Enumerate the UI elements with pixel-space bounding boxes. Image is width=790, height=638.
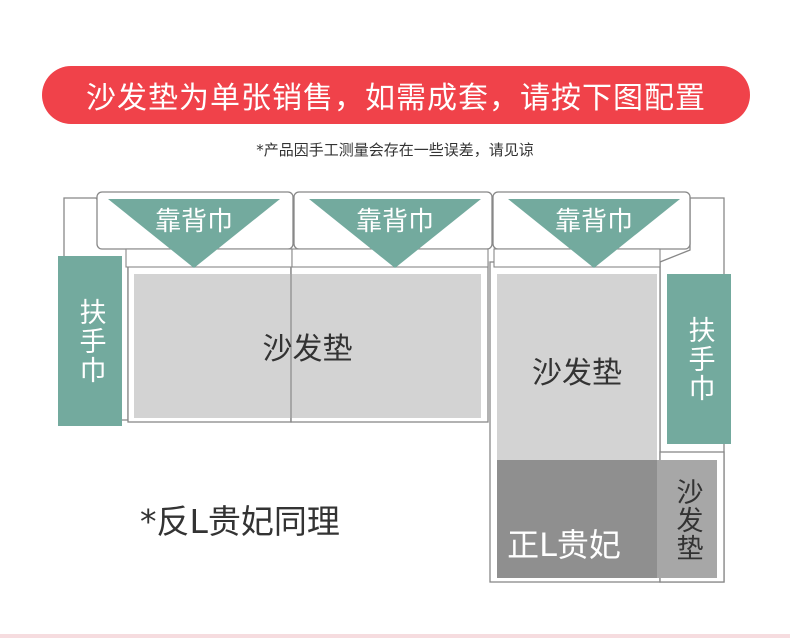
banner-text: 沙发垫为单张销售，如需成套，请按下图配置	[86, 81, 706, 116]
chaise-cushion	[497, 274, 657, 460]
armrest-towel-right	[667, 274, 731, 444]
main-cushion-label: 沙发垫	[262, 332, 353, 367]
backrest-towel-triangle-2	[309, 199, 481, 268]
armrest-towel-label-right: 扶手巾	[683, 315, 715, 403]
reverse-chaise-note: *反L贵妃同理	[140, 502, 340, 541]
armrest-towel-label-left: 扶手巾	[74, 297, 106, 385]
chaise-cushion-label: 沙发垫	[532, 356, 622, 391]
backrest-towel-triangle-3	[508, 199, 680, 268]
chaise-side-label: 沙发垫	[671, 478, 703, 562]
measurement-note: *产品因手工测量会存在一些误差，请见谅	[256, 141, 534, 159]
header-banner: 沙发垫为单张销售，如需成套，请按下图配置	[42, 66, 750, 124]
backrest-towel-triangle-1	[108, 199, 280, 268]
armrest-towel-left	[58, 256, 122, 426]
chaise-corner-label: 正L贵妃	[507, 526, 621, 564]
backrest-towel-label-2: 靠背巾	[355, 206, 434, 237]
chaise-side-cushion	[657, 460, 717, 578]
backrest-towel-label-3: 靠背巾	[554, 206, 633, 237]
chaise-corner-cushion	[497, 460, 657, 578]
bottom-divider	[0, 634, 790, 638]
main-cushion	[134, 274, 481, 418]
backrest-towel-label-1: 靠背巾	[154, 206, 233, 237]
